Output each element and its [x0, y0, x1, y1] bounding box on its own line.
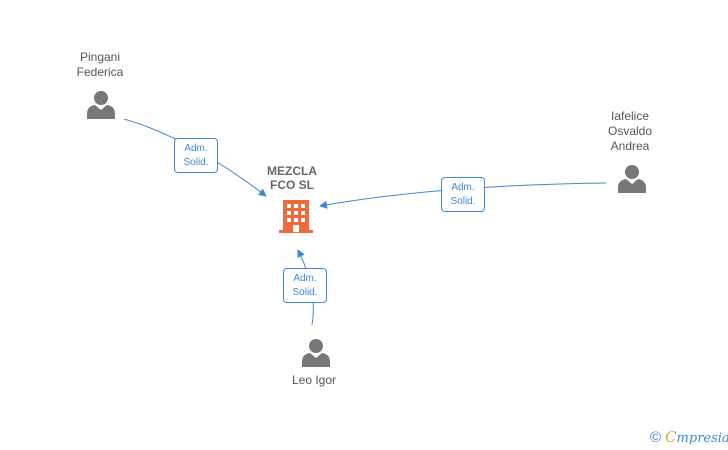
person-label-leo[interactable]: Leo Igor — [291, 373, 337, 387]
copyright-icon: © — [650, 429, 662, 446]
role-badge-pingani[interactable]: Adm. Solid. — [174, 138, 218, 173]
person-icon[interactable] — [616, 162, 648, 194]
brand-logo-initial: C — [665, 428, 677, 446]
company-label[interactable]: MEZCLA FCO SL — [267, 164, 317, 192]
role-badge-line1: Adm. — [184, 143, 208, 154]
role-badge-line2: Solid. — [450, 196, 476, 207]
person-icon[interactable] — [85, 88, 117, 120]
person-icon[interactable] — [300, 336, 332, 368]
person-label-pingani[interactable]: Pingani Federica — [76, 50, 124, 79]
role-badge-line1: Adm. — [451, 182, 475, 193]
watermark: ©Cmpresia — [650, 428, 728, 446]
role-badge-line1: Adm. — [293, 273, 317, 284]
building-icon[interactable] — [279, 198, 313, 234]
brand-logo-text: mpresia — [676, 431, 728, 446]
role-badge-line2: Solid. — [183, 157, 209, 168]
person-label-iafelice[interactable]: Iafelice Osvaldo Andrea — [607, 109, 653, 153]
role-badge-line2: Solid. — [292, 287, 318, 298]
role-badge-leo[interactable]: Adm. Solid. — [283, 268, 327, 303]
role-badge-iafelice[interactable]: Adm. Solid. — [441, 177, 485, 212]
